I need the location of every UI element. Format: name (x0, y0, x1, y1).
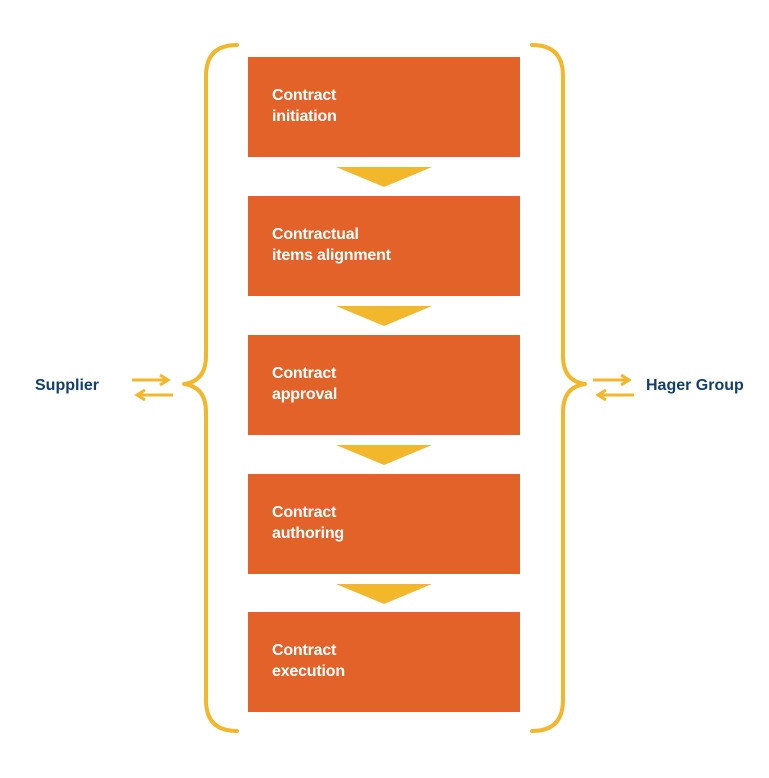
left-brace (182, 43, 239, 733)
step-label-line1: Contractual (272, 226, 359, 243)
supplier-label: Supplier (35, 377, 100, 394)
arrow-right-icon (132, 373, 171, 387)
step-label-line2: authoring (272, 525, 344, 542)
arrow-left-icon (595, 388, 634, 402)
exchange-arrows-icon (132, 373, 173, 402)
chevron-down-icon (336, 306, 432, 326)
step-label-line2: execution (272, 663, 345, 680)
step-contract-approval: Contract approval (248, 335, 520, 435)
step-label-line2: items alignment (272, 247, 391, 264)
step-label-line1: Contract (272, 504, 337, 521)
chevron-down-icon (336, 445, 432, 465)
exchange-arrows-icon (593, 373, 634, 402)
hager-group-label: Hager Group (646, 377, 744, 394)
chevron-down-icon (336, 167, 432, 187)
chevron-down-icon (336, 584, 432, 604)
arrow-right-icon (593, 373, 632, 387)
step-label-line1: Contract (272, 642, 337, 659)
step-contract-initiation: Contract initiation (248, 57, 520, 157)
step-contract-authoring: Contract authoring (248, 474, 520, 574)
step-label-line2: approval (272, 386, 338, 403)
right-brace (530, 43, 587, 733)
step-label-line2: initiation (272, 108, 337, 125)
step-label-line1: Contract (272, 365, 337, 382)
step-contractual-items-alignment: Contractual items alignment (248, 196, 520, 296)
arrow-left-icon (134, 388, 173, 402)
step-label-line1: Contract (272, 87, 337, 104)
step-contract-execution: Contract execution (248, 612, 520, 712)
